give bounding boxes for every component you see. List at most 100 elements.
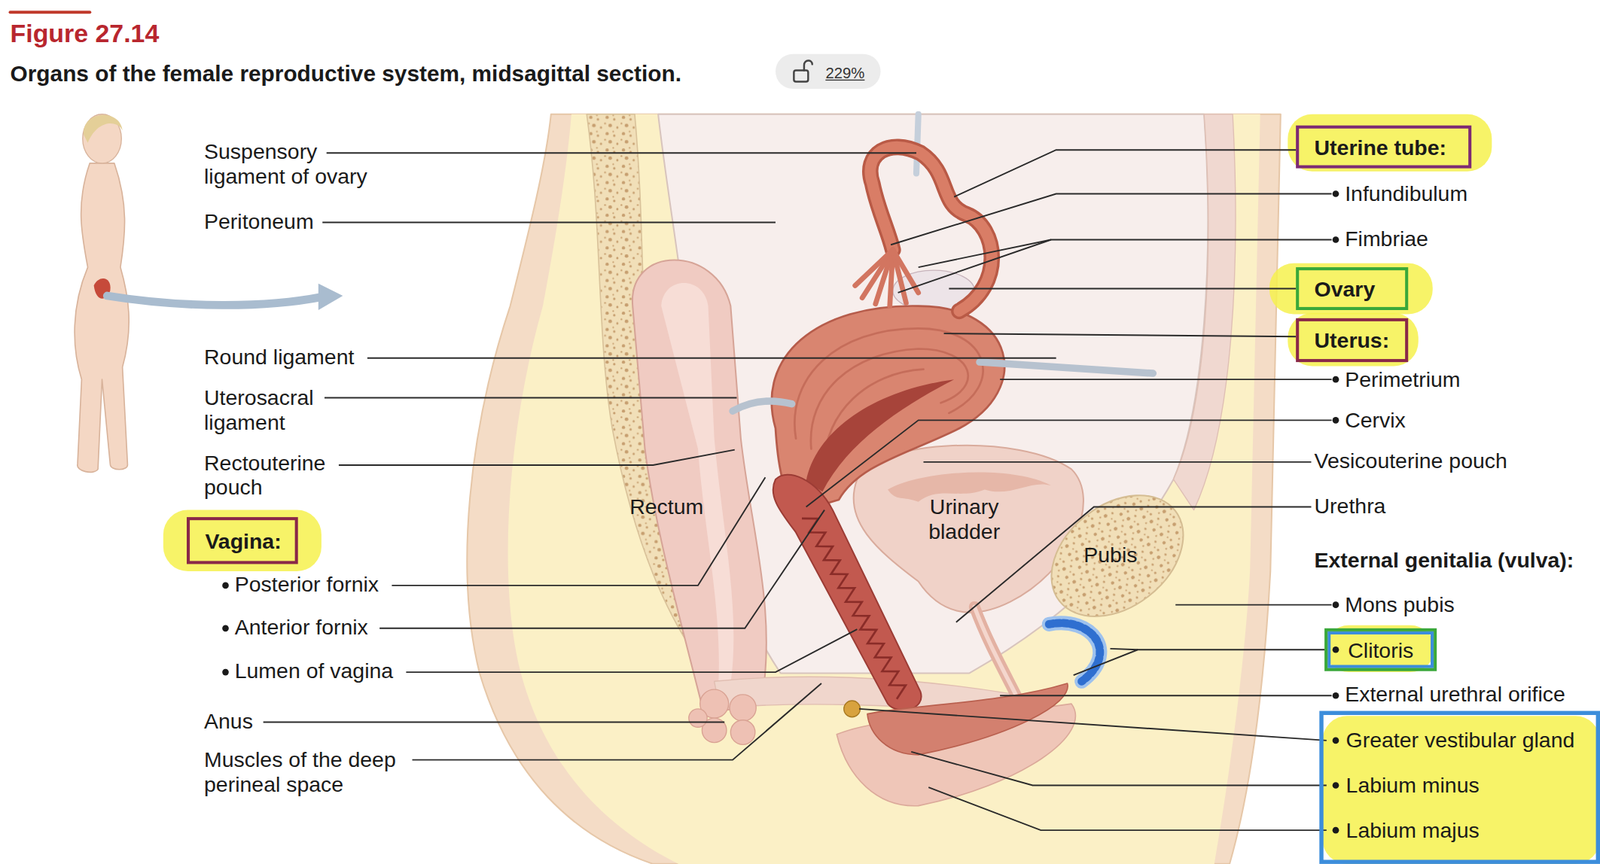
bullet-dot xyxy=(1332,646,1340,654)
lock-icon xyxy=(793,70,808,83)
term-text: Clitoris xyxy=(1347,638,1414,664)
bullet-dot xyxy=(1332,417,1340,424)
highlighted-term-box: Clitoris xyxy=(1324,628,1437,672)
bullet-dot xyxy=(1332,601,1340,609)
bullet-dot xyxy=(222,624,229,632)
term-text: Uterus: xyxy=(1314,328,1390,354)
uterine-tube xyxy=(870,146,992,311)
anal-sphincter xyxy=(688,709,708,728)
pubic-bone xyxy=(1027,470,1207,642)
highlighted-term-box: Uterus: xyxy=(1295,318,1408,363)
part-label: Cervix xyxy=(1344,408,1406,433)
leader-line xyxy=(918,239,1332,268)
leader-line xyxy=(890,193,1332,245)
round-ligament xyxy=(979,362,1153,374)
part-label: Fimbriae xyxy=(1344,226,1429,252)
grouping-box: Greater vestibular glandLabium minusLabi… xyxy=(1319,711,1600,864)
part-label: Rectouterine pouch xyxy=(204,451,342,500)
uterine-cavity xyxy=(806,379,955,492)
bullet-dot xyxy=(1332,827,1340,835)
highlighted-term-box: Ovary xyxy=(1295,267,1408,311)
bullet-dot xyxy=(222,669,229,677)
leader-line xyxy=(948,288,1296,290)
part-label: Peritoneum xyxy=(204,209,314,235)
uterosacral-ligament xyxy=(732,401,793,412)
rule-line xyxy=(10,10,91,14)
anal-sphincter xyxy=(729,694,756,722)
leader-line xyxy=(379,510,825,629)
highlighted-term-box: Vagina: xyxy=(186,517,299,564)
highlight-mark xyxy=(1287,313,1418,366)
term-text: Greater vestibular gland xyxy=(1346,728,1576,754)
bullet-dot xyxy=(222,582,229,590)
myometrium-stripe xyxy=(794,328,983,439)
urethra xyxy=(974,606,1021,704)
bullet-dot xyxy=(1332,782,1340,790)
part-label: Urethra xyxy=(1314,493,1387,519)
part-label: External urethral orifice xyxy=(1344,682,1566,708)
leader-line xyxy=(928,787,1327,831)
highlight-mark xyxy=(1287,114,1492,172)
leader-line xyxy=(953,149,1296,197)
part-label: Mons pubis xyxy=(1344,592,1455,618)
leader-line xyxy=(806,420,1332,507)
part-label: Lumen of vagina xyxy=(234,658,394,684)
leader-line xyxy=(338,450,735,466)
part-label: Uterosacral ligament xyxy=(204,385,337,435)
leader-line xyxy=(263,722,726,724)
leader-line xyxy=(322,221,776,223)
part-label: Infundibulum xyxy=(1344,181,1468,207)
leader-line xyxy=(391,477,765,586)
part-label: Suspensory ligament of ovary xyxy=(204,140,388,189)
leader-line xyxy=(1175,604,1332,607)
rectum xyxy=(632,260,767,715)
clitoris-outline xyxy=(1048,623,1101,682)
leader-line xyxy=(326,152,917,154)
highlighted-term-box: Uterine tube: xyxy=(1295,125,1472,169)
leader-line xyxy=(999,378,1332,381)
abdominal-wall xyxy=(1173,114,1236,511)
part-label: Muscles of the deep perineal space xyxy=(204,747,424,797)
body-skin xyxy=(466,114,1280,864)
zoom-level: 229% xyxy=(825,60,865,86)
leader-line xyxy=(405,629,857,673)
uterine-tube-outline xyxy=(870,146,992,311)
leader-line xyxy=(859,709,1327,741)
highlight-mark xyxy=(1322,716,1600,864)
term-text: Uterine tube: xyxy=(1314,135,1448,161)
leader-line xyxy=(911,752,1327,787)
bullet-dot xyxy=(1332,692,1340,700)
organ-label: Rectum xyxy=(629,494,704,520)
part-label: Anus xyxy=(204,709,253,735)
part-label: Anterior fornix xyxy=(234,615,369,640)
urethra-lumen xyxy=(974,606,1021,704)
leader-line xyxy=(324,397,738,400)
anal-sphincter xyxy=(730,720,756,746)
pointer-arrowhead xyxy=(318,283,344,311)
part-label: Posterior fornix xyxy=(234,572,379,598)
bullet-dot xyxy=(1332,190,1340,198)
highlight-mark xyxy=(1324,625,1435,673)
organ-label: Urinary bladder xyxy=(908,494,1021,544)
leader-line xyxy=(367,357,1057,360)
organ-label: Pubis xyxy=(1083,542,1137,568)
clitoris xyxy=(1048,623,1101,682)
term-text: Labium majus xyxy=(1346,818,1480,844)
part-label: Round ligament xyxy=(204,344,354,370)
rectum-lumen xyxy=(661,283,734,686)
highlight-mark xyxy=(163,510,322,572)
woman-hair xyxy=(83,115,123,144)
fat-layer xyxy=(508,114,1261,864)
leader-line xyxy=(412,683,822,761)
bullet-dot xyxy=(1332,376,1340,384)
group-heading: External genitalia (vulva): xyxy=(1314,548,1575,573)
vaginal-rugae xyxy=(801,518,906,700)
labium-minus xyxy=(867,683,1068,756)
part-label: Vesicouterine pouch xyxy=(1314,448,1508,474)
leader-line xyxy=(1109,649,1138,650)
pointer-arrow xyxy=(106,295,323,305)
fimbria xyxy=(855,249,893,286)
figure-number: Figure 27.14 xyxy=(10,20,160,46)
bullet-dot xyxy=(1332,737,1340,745)
